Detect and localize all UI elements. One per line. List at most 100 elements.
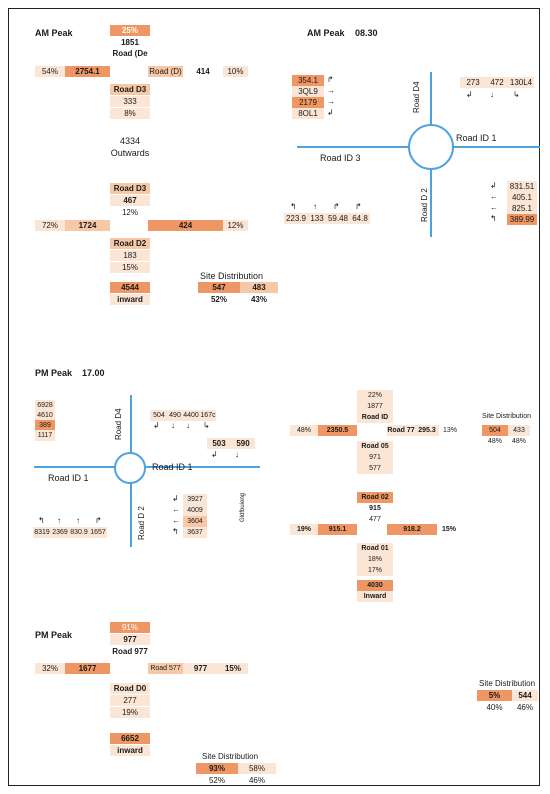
pmd-site-p2: 46%	[248, 776, 265, 785]
am-low-top-p: 12%	[121, 208, 138, 217]
pm-road-side-label: Gldfbuieng	[240, 492, 246, 522]
am-inward-label: inward	[110, 294, 150, 305]
am-road-s-label: Road D 2	[420, 188, 429, 222]
pmm-site-title: Site Distribution	[482, 413, 532, 420]
am-ne-v1: 273	[460, 77, 486, 88]
pmd-title: PM Peak	[35, 630, 73, 640]
pmm-r01-v2: 17%	[357, 565, 393, 576]
pmd-right-road: Road 577	[148, 663, 183, 674]
am-right-pct: 10%	[223, 66, 248, 77]
pm-sw-arrow-2-icon: ↑	[57, 516, 61, 525]
pm-nw-v3: 389	[35, 420, 55, 431]
pmd-top-p: 91%	[110, 622, 150, 633]
am-site-p2: 43%	[250, 295, 267, 304]
pm-ne-v4: 167c	[200, 410, 216, 421]
pm-se-v2: 4009	[183, 505, 207, 516]
am-nw-arrow-1-icon: ↱	[327, 75, 334, 84]
pmd-site-title: Site Distribution	[202, 752, 259, 761]
pm-sw-arrow-1-icon: ↰	[38, 516, 45, 525]
pmm-inward-label: Inward	[357, 591, 393, 602]
pmm-low-right-p: 15%	[441, 526, 456, 533]
page-frame	[8, 8, 540, 786]
pmd-d0-v1: 277	[110, 695, 150, 706]
pm-road-s-label: Road D 2	[137, 506, 146, 540]
am-se-v4: 389.99	[507, 214, 537, 225]
pmm-r02-v1: 915	[369, 505, 381, 512]
pmd-site-p1: 52%	[208, 776, 225, 785]
pmm-r02-v2: 477	[369, 516, 381, 523]
pm-sw-arrow-4-icon: ↱	[95, 516, 102, 525]
am-nw-v2: 3QL9	[292, 86, 324, 97]
pm-map-title: PM Peak	[35, 368, 73, 378]
pm-road-w-label: Road ID 1	[48, 473, 89, 483]
am-outwards-label: Outwards	[110, 148, 150, 158]
am-site-title: Site Distribution	[200, 271, 264, 281]
am-top-val: 1851	[121, 38, 139, 47]
pm-ne-v3: 4400	[182, 410, 200, 421]
pmm-left-v: 2350.5	[318, 425, 357, 436]
pmm-right-p: 13%	[442, 427, 457, 434]
am-ne-v2: 472	[486, 77, 508, 88]
am-nw-v1: 354.1	[292, 75, 324, 86]
am-sw-arrow-4-icon: ↱	[355, 202, 362, 211]
pm-ne-arrow-4-icon: ↳	[203, 421, 210, 430]
pm-se-v3: 3604	[183, 516, 207, 527]
am-ne-arrow-3-icon: ↳	[513, 90, 520, 99]
pm-map-time: 17.00	[82, 368, 105, 378]
pm-se-v1: 3927	[183, 494, 207, 505]
pmd-site-v1: 93%	[196, 763, 238, 774]
pmd-inward-label: inward	[110, 745, 150, 756]
am-sw-v4: 64.8	[350, 213, 370, 224]
am-sw-arrow-2-icon: ↑	[313, 202, 317, 211]
am-site-v2: 483	[240, 282, 278, 293]
pm-road-n-label: Road D4	[114, 408, 123, 440]
pmm-r05: Road 05	[357, 441, 393, 452]
am-ne-arrow-1-icon: ↲	[466, 90, 473, 99]
pmm-low-right-v: 918.2	[387, 524, 437, 535]
pm-sw-v1: 8319	[33, 527, 51, 538]
pmm-top-v: 1877	[357, 401, 393, 412]
pms-v2: 544	[512, 690, 538, 701]
am-ne-arrow-2-icon: ↓	[490, 90, 494, 99]
am-nw-arrow-3-icon: →	[327, 97, 335, 106]
pm-sw-v3: 830.9	[69, 527, 89, 538]
pm-road-e-label: Road ID 1	[152, 462, 193, 472]
pmm-site-p1: 48%	[487, 438, 502, 445]
am-roundabout	[408, 124, 454, 170]
pm-se-arrow-1-icon: ↲	[172, 494, 179, 503]
pmm-inward-v: 4030	[357, 580, 393, 591]
am-d3-v1: 333	[110, 96, 150, 107]
pmm-top-p: 22%	[357, 390, 393, 401]
am-sw-arrow-3-icon: ↱	[333, 202, 340, 211]
pmd-left-p: 32%	[35, 663, 65, 674]
am-map-time: 08.30	[355, 28, 378, 38]
am-d3-road: Road D3	[110, 84, 150, 95]
am-sw-arrow-1-icon: ↰	[290, 202, 297, 211]
am-left-pct: 54%	[35, 66, 65, 77]
pmd-top-v: 977	[110, 634, 150, 645]
am-se-v2: 405.1	[507, 192, 537, 203]
pmd-site-v2: 58%	[238, 763, 276, 774]
pm-ne2-arrow-1-icon: ↲	[211, 450, 218, 459]
pm-nw-v1: 6928	[35, 400, 55, 411]
pmm-low-left-v: 915.1	[318, 524, 357, 535]
am-site-v1: 547	[198, 282, 240, 293]
am-sw-v1: 223.9	[284, 213, 308, 224]
pmm-top-road: Road ID	[357, 412, 393, 423]
pm-nw-v4: 1117	[35, 430, 55, 441]
pmm-left-p: 48%	[290, 425, 318, 436]
pms-site-title: Site Distribution	[479, 679, 536, 688]
am-road-e-label: Road ID 1	[456, 133, 497, 143]
pmm-r01-v1: 18%	[357, 554, 393, 565]
am-low-top-road: Road D3	[110, 183, 150, 194]
am-nw-arrow-2-icon: →	[327, 86, 335, 95]
am-nw-arrow-4-icon: ↲	[327, 108, 334, 117]
pm-sw-arrow-3-icon: ↑	[76, 516, 80, 525]
pmm-right-v: 295.3	[415, 425, 439, 436]
am-nw-v3: 2179	[292, 97, 324, 108]
pm-se-arrow-2-icon: ←	[172, 505, 180, 514]
pms-p1: 40%	[486, 703, 503, 712]
pm-ne-v1: 504	[150, 410, 168, 421]
am-right-val: 414	[196, 67, 210, 76]
pm-se-arrow-3-icon: ←	[172, 516, 180, 525]
